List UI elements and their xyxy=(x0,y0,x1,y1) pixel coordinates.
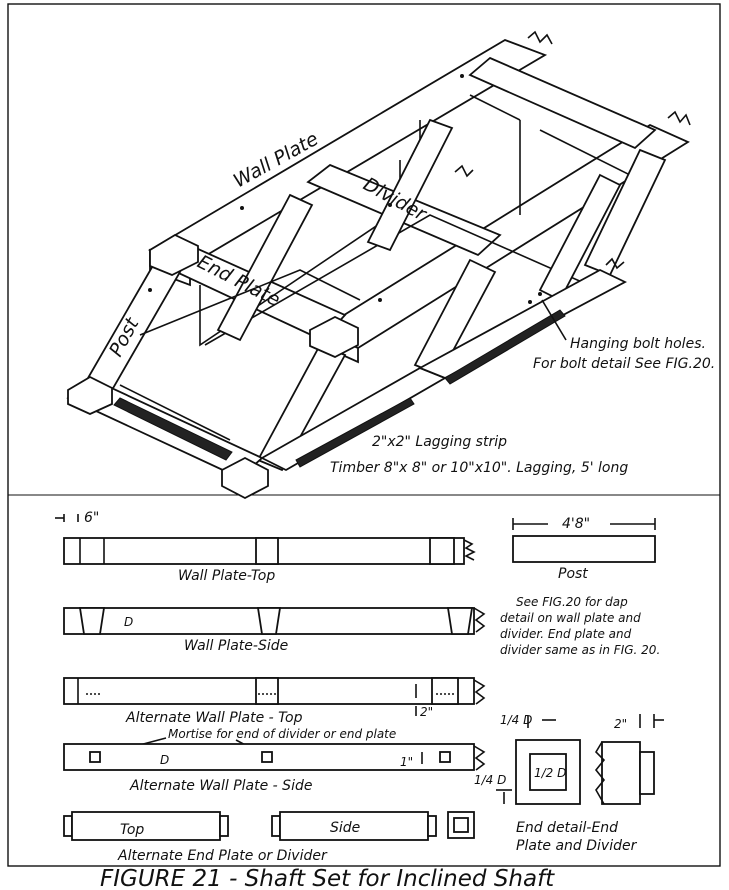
end-detail-inner xyxy=(529,753,567,791)
alt-end-plate-top-drawing xyxy=(63,811,229,841)
d-mark-1: D xyxy=(124,615,133,629)
alt-end-plate-label: Alternate End Plate or Divider xyxy=(117,848,328,864)
wall-plate-side-drawing xyxy=(63,607,486,635)
lagging-strip-label: 2"x2" Lagging strip xyxy=(372,434,507,450)
hanging-bolt-note-1: Hanging bolt holes. xyxy=(570,336,706,352)
isometric-shaft-set xyxy=(66,30,691,500)
d-mark-2: D xyxy=(160,753,169,767)
end-detail-label-2: Plate and Divider xyxy=(516,838,638,854)
alt-wall-plate-side-label: Alternate Wall Plate - Side xyxy=(129,778,312,794)
dap-note-1: See FIG.20 for dap xyxy=(516,595,628,609)
end-detail-side-drawing xyxy=(594,741,655,805)
dap-note-3: divider. End plate and xyxy=(500,627,632,641)
wall-plate-top-label: Wall Plate-Top xyxy=(178,568,275,584)
post-detail-label: Post xyxy=(558,566,588,582)
dim-2-label: 2" xyxy=(420,705,433,719)
bolt-leader xyxy=(541,299,567,341)
hanging-bolt-note-2: For bolt detail See FIG.20. xyxy=(533,356,715,372)
post-dim-label: 4'8" xyxy=(562,516,590,532)
dim-2b-label: 2" xyxy=(614,717,627,731)
figure-caption: FIGURE 21 - Shaft Set for Inclined Shaft xyxy=(100,866,555,890)
dim-1-label: 1" xyxy=(400,755,413,769)
post-drawing xyxy=(512,535,656,563)
quarter-d-side: 1/4 D xyxy=(474,773,506,787)
figure-border xyxy=(7,3,721,867)
alt-end-plate-side-drawing xyxy=(271,811,437,841)
dim-6-label: 6" xyxy=(84,510,99,526)
mortise-note: Mortise for end of divider or end plate xyxy=(168,727,396,741)
half-d-label: 1/2 D xyxy=(534,766,566,780)
quarter-d-top: 1/4 D xyxy=(500,713,532,727)
wall-plate-top-drawing xyxy=(63,537,476,565)
timber-note: Timber 8"x 8" or 10"x10". Lagging, 5' lo… xyxy=(330,460,628,476)
end-side-label: Side xyxy=(330,820,360,836)
end-top-label: Top xyxy=(120,822,144,838)
dap-note-4: divider same as in FIG. 20. xyxy=(500,643,660,657)
end-square-inner xyxy=(453,817,469,833)
alt-wall-plate-top-drawing xyxy=(63,677,486,705)
end-detail-label-1: End detail-End xyxy=(516,820,618,836)
alt-wall-plate-top-label: Alternate Wall Plate - Top xyxy=(125,710,303,726)
alt-wall-plate-side-drawing xyxy=(63,743,486,771)
dap-note-2: detail on wall plate and xyxy=(500,611,641,625)
wall-plate-side-label: Wall Plate-Side xyxy=(184,638,288,654)
